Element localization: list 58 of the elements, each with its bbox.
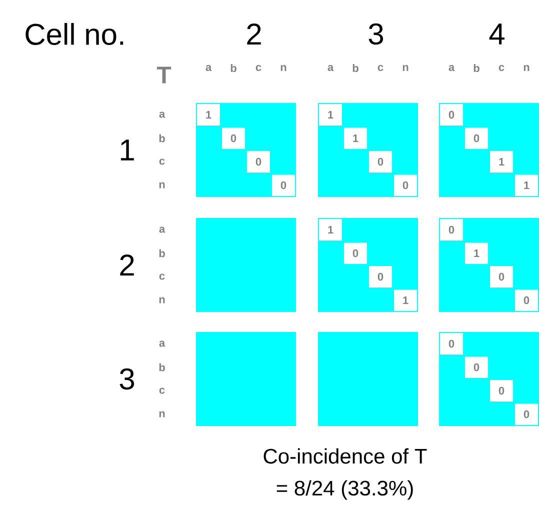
cell-value: 0 (256, 158, 262, 166)
cell-value: 0 (524, 410, 530, 418)
cell-value: 0 (498, 386, 504, 395)
column-letter: b (230, 64, 236, 72)
cell-value: 1 (206, 110, 212, 119)
title: Cell no. (26, 22, 124, 46)
column-letter: c (378, 65, 384, 72)
row-letter: b (159, 363, 165, 372)
column-number: 2 (247, 24, 261, 44)
column-letter: c (498, 65, 504, 72)
row-number: 1 (120, 140, 134, 160)
row-number: 3 (120, 368, 134, 390)
column-letter: c (256, 65, 262, 72)
cell-value: 0 (280, 181, 286, 190)
cell-value: 1 (328, 226, 334, 234)
column-letter: b (474, 64, 480, 72)
row-letter: n (159, 411, 165, 418)
row-letter: b (159, 134, 165, 142)
caption-text: = 8/24 (33.3%) (276, 480, 413, 500)
row-letter: a (159, 226, 166, 233)
column-letter: n (402, 65, 408, 71)
column-number: 3 (368, 23, 384, 45)
cell-value: 1 (499, 158, 504, 166)
cell-value: 0 (474, 134, 480, 142)
row-number: 2 (120, 254, 134, 276)
column-letter: a (448, 65, 455, 72)
column-number: 4 (489, 24, 504, 44)
row-letter: c (159, 274, 165, 280)
row-header: T (156, 66, 172, 84)
cell-value: 1 (524, 181, 530, 190)
cell-value: 0 (448, 110, 454, 119)
row-letter: c (159, 158, 165, 165)
cell-value: 0 (230, 134, 236, 142)
cell-value: 0 (402, 181, 408, 190)
cell-value: 0 (498, 272, 504, 281)
row-letter: b (159, 249, 165, 258)
row-letter: a (159, 340, 166, 347)
cell-value: 1 (353, 134, 358, 142)
cell-value: 0 (474, 363, 480, 372)
cell-value: 1 (328, 110, 334, 119)
column-letter: a (206, 65, 212, 72)
caption-text: Co-incidence of T (264, 448, 427, 464)
cell-value: 0 (378, 272, 384, 281)
cell-value: 0 (448, 226, 454, 234)
cell-value: 0 (448, 340, 454, 348)
cell-value: 0 (378, 158, 384, 166)
cell-value: 0 (524, 296, 530, 304)
column-letter: n (524, 65, 530, 71)
row-letter: n (159, 297, 165, 304)
column-letter: n (280, 65, 286, 71)
row-letter: n (159, 182, 165, 188)
cell-value: 0 (352, 249, 358, 258)
row-letter: c (159, 388, 165, 394)
cell-value: 1 (474, 249, 480, 258)
cell-value: 1 (403, 296, 408, 304)
column-letter: a (328, 65, 334, 72)
column-letter: b (352, 64, 358, 72)
row-letter: a (159, 112, 166, 118)
